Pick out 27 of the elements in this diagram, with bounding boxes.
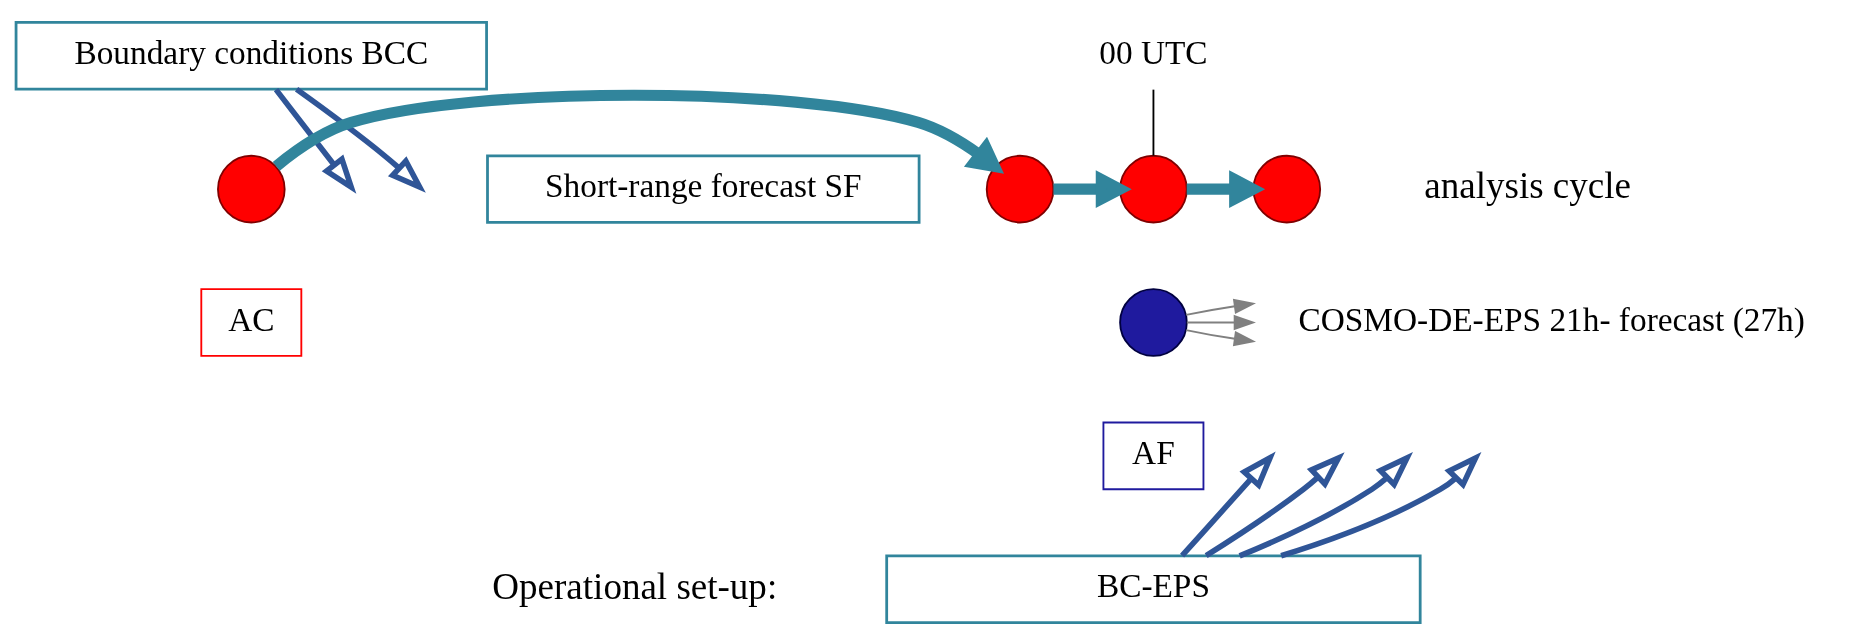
node-circle: [1119, 287, 1188, 357]
node-box: AC: [200, 287, 303, 357]
arrow: [1180, 451, 1276, 557]
node-circle: [985, 154, 1055, 223]
node-text: COSMO-DE-EPS 21h- forecast (27h): [1298, 300, 1805, 338]
label: analysis cycle: [1424, 164, 1631, 206]
label: Operational set-up:: [492, 565, 778, 607]
node-text: 00 UTC: [1099, 33, 1208, 71]
arrow: [1053, 169, 1132, 208]
arrow: [1185, 328, 1256, 346]
arrow: [1185, 314, 1256, 330]
arrow: [1204, 451, 1345, 558]
node-box: BC-EPS: [885, 554, 1422, 624]
node-circle: [217, 154, 286, 223]
node-box: AF: [1102, 421, 1205, 490]
node-box: Short-range forecast SF: [486, 153, 921, 224]
arrow: [272, 89, 1005, 174]
arrow: [273, 87, 357, 194]
arrow: [1238, 451, 1413, 558]
arrow: [1185, 298, 1256, 316]
arrow: [1280, 451, 1482, 558]
arrow: [1186, 169, 1266, 208]
connector: [1152, 88, 1155, 157]
node-circle: [1119, 154, 1188, 223]
arrow: [294, 86, 426, 193]
node-box: Boundary conditions BCC: [14, 20, 488, 90]
node-circle: [1252, 154, 1322, 223]
